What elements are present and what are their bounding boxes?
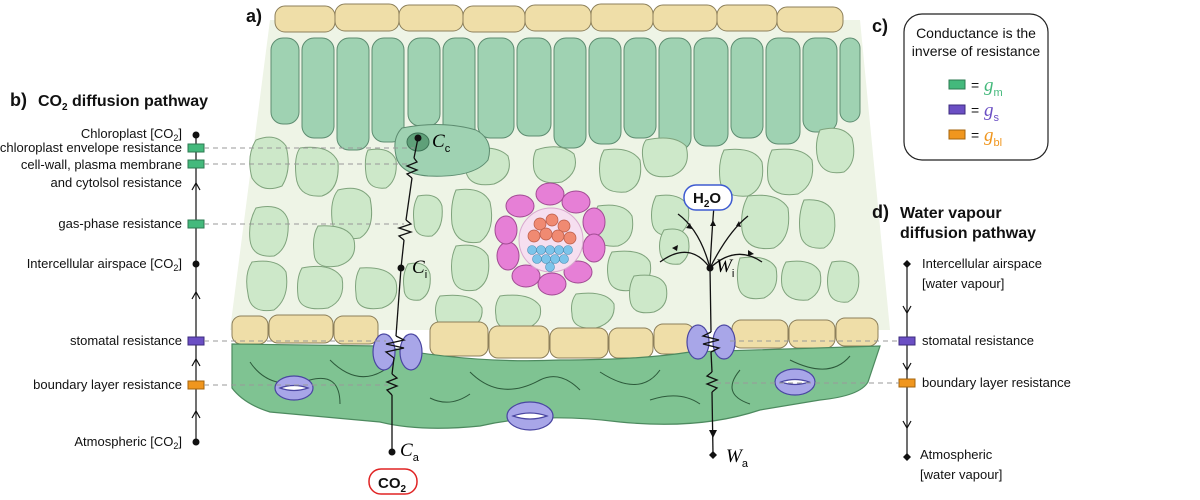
h2o-atmospheric-line1: Atmospheric (920, 447, 993, 462)
legend-eq-gbl: = (971, 127, 979, 143)
ca-label: Ca (400, 440, 420, 464)
panel-d-title-line1: Water vapour (900, 205, 1002, 222)
h2o-badge: H2O (684, 185, 732, 210)
chloroplast-node (193, 132, 200, 139)
boundary-layer-resistance-label: boundary layer resistance (33, 377, 182, 392)
h2o-stomatal-label: stomatal resistance (922, 333, 1034, 348)
h2o-atmospheric-node (903, 453, 911, 461)
ca-node (389, 449, 396, 456)
panel-b-label: b) (10, 90, 27, 110)
upper-epidermis (275, 4, 843, 32)
cellwall-label-line2: and cytolsol resistance (50, 175, 182, 190)
panel-c-label: c) (872, 16, 888, 36)
h2o-intercellular-line1: Intercellular airspace (922, 256, 1042, 271)
cellwall-label-line1: cell-wall, plasma membrane (21, 157, 182, 172)
panel-d-label: d) (872, 202, 889, 222)
stomatal-resistor (188, 337, 204, 345)
legend-eq-gm: = (971, 77, 979, 93)
wi-label: Wi (716, 256, 734, 280)
wa-node (709, 451, 717, 459)
legend-swatch-gs (949, 105, 965, 114)
cellwall-resistor (188, 160, 204, 168)
intercellular-co2-label: Intercellular airspace [CO2] (27, 256, 182, 273)
co2-badge: CO2 (369, 469, 417, 495)
gas-phase-label: gas-phase resistance (58, 216, 182, 231)
palisade-mesophyll (271, 38, 860, 150)
cc-node (415, 135, 422, 142)
stomatal-resistance-label: stomatal resistance (70, 333, 182, 348)
legend-swatch-gm (949, 80, 965, 89)
gas-phase-resistor (188, 220, 204, 228)
h2o-atmospheric-line2: [water vapour] (920, 467, 1002, 482)
panel-d-title-line2: diffusion pathway (900, 225, 1036, 242)
atmospheric-co2-label: Atmospheric [CO2] (74, 434, 182, 451)
leaf-cross-section (230, 4, 890, 459)
legend-title-line1: Conductance is the (916, 25, 1036, 41)
panel-a-label: a) (246, 6, 262, 26)
wa-label: Wa (726, 446, 749, 470)
h2o-boundary-resistor (899, 379, 915, 387)
h2o-stomatal-resistor (899, 337, 915, 345)
panel-b-title: CO2 diffusion pathway (38, 93, 208, 113)
panel-c: c) Conductance is the inverse of resista… (872, 14, 1048, 160)
legend-title-line2: inverse of resistance (912, 43, 1041, 59)
legend-swatch-gbl (949, 130, 965, 139)
legend-eq-gs: = (971, 102, 979, 118)
ci-node (398, 265, 405, 272)
h2o-intercellular-node (903, 260, 911, 268)
chloroplast-envelope-label: chloroplast envelope resistance (0, 140, 182, 155)
h2o-boundary-label: boundary layer resistance (922, 375, 1071, 390)
boundary-layer-resistor (188, 381, 204, 389)
h2o-intercellular-line2: [water vapour] (922, 276, 1004, 291)
intercellular-node (193, 261, 200, 268)
chloroplast-envelope-resistor (188, 144, 204, 152)
atmospheric-node (193, 439, 200, 446)
wi-node (707, 265, 714, 272)
